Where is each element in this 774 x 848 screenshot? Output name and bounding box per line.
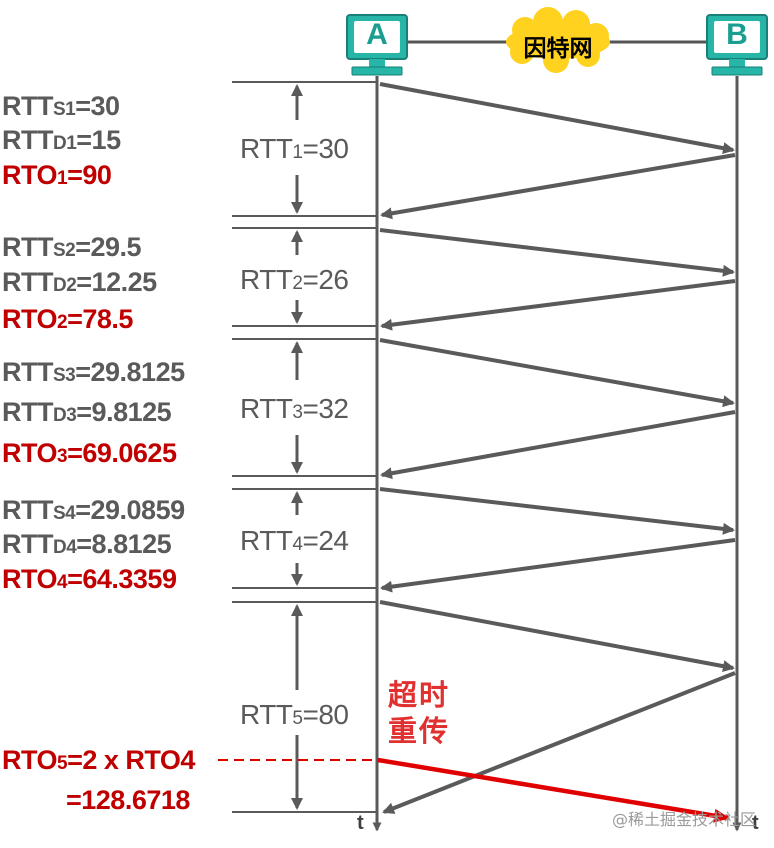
rttd-1: RTTD1=15: [2, 125, 121, 155]
timeout-retransmit-label: 超时 重传: [388, 677, 450, 749]
time-label-b: t: [752, 812, 759, 834]
rto-3: RTO3=69.0625: [2, 438, 177, 468]
rtt-5: RTT5=80: [240, 699, 349, 730]
message-arrows: [379, 82, 736, 814]
time-label-a: t: [357, 812, 364, 834]
host-b-icon: [706, 14, 768, 76]
watermark: @稀土掘金技术社区: [612, 810, 757, 829]
rttd-4: RTTD4=8.8125: [2, 529, 172, 559]
rtts-4: RTTS4=29.0859: [2, 495, 185, 525]
rttd-3: RTTD3=9.8125: [2, 397, 172, 427]
host-a-label: A: [366, 18, 388, 51]
rto-5: RTO5=2 x RTO4: [2, 745, 195, 775]
retransmit-line-1: 超时: [388, 678, 451, 712]
separator-lines: [232, 81, 377, 813]
rtt-2: RTT2=26: [240, 264, 349, 295]
rto-4: RTO4=64.3359: [2, 564, 177, 594]
rtts-2: RTTS2=29.5: [2, 232, 142, 262]
network-label: 因特网: [523, 36, 593, 62]
rto-1: RTO1=90: [2, 160, 112, 190]
retransmit-line-2: 重传: [388, 714, 451, 748]
rto-5-value: =128.6718: [66, 785, 190, 815]
internet-cloud-icon: [506, 7, 610, 73]
rttd-2: RTTD2=12.25: [2, 267, 157, 297]
rto-2: RTO2=78.5: [2, 304, 133, 334]
rtt-4: RTT4=24: [240, 525, 349, 556]
rtt-1: RTT1=30: [240, 133, 349, 164]
rtt-3: RTT3=32: [240, 393, 349, 424]
rtts-3: RTTS3=29.8125: [2, 357, 185, 387]
retransmission-arrow: [377, 757, 730, 823]
host-a-icon: [346, 14, 408, 76]
rtts-1: RTTS1=30: [2, 91, 120, 121]
host-b-label: B: [726, 18, 748, 51]
